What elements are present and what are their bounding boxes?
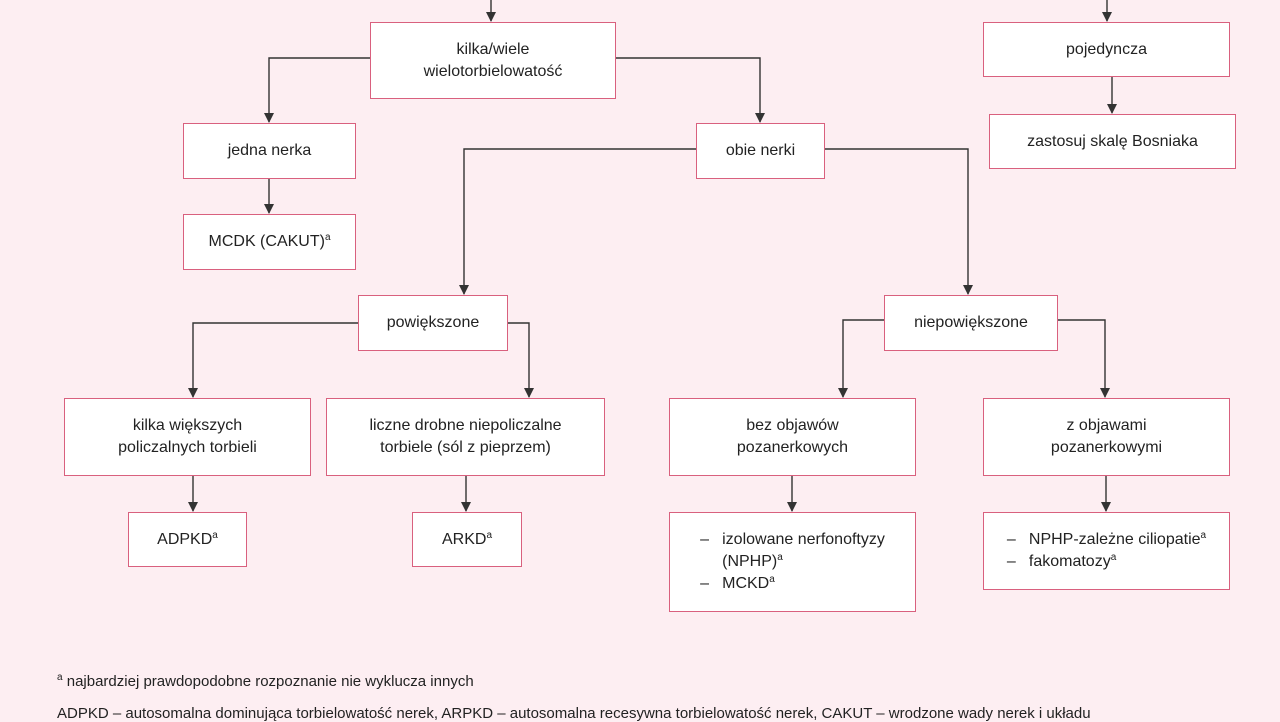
footnote-marker: a <box>486 529 492 541</box>
node-no-extrarenal-label: bez objawów pozanerkowych <box>736 417 849 456</box>
node-with-extrarenal: z objawami pozanerkowymi <box>983 398 1230 476</box>
footnote: a najbardziej prawdopodobne rozpoznanie … <box>57 672 474 691</box>
node-multiple-cysts: kilka/wiele wielotorbielowatość <box>370 22 616 99</box>
node-adpkd-label: ADPKDa <box>157 529 218 548</box>
abbreviations: ADPKD – autosomalna dominująca torbielow… <box>57 705 1091 722</box>
footnote-marker: a <box>1110 552 1117 563</box>
ciliopathies-list: NPHP-zależne ciliopatiea fakomatozya <box>1007 529 1206 573</box>
node-many-small-cysts-label: liczne drobne niepoliczalne torbiele (só… <box>369 417 562 456</box>
footnote-marker: a <box>324 232 331 243</box>
node-both-kidneys-label: obie nerki <box>725 142 796 159</box>
node-with-extrarenal-label: z objawami pozanerkowymi <box>1050 417 1163 456</box>
footnote-marker: a <box>212 529 218 541</box>
node-enlarged: powiększone <box>358 295 508 351</box>
list-item: MCKDa <box>700 573 885 595</box>
node-few-large-cysts-label: kilka większych policzalnych torbieli <box>118 417 257 456</box>
arrow-both-to-enlarged <box>459 148 696 295</box>
footnote-marker: a <box>777 552 783 563</box>
node-ciliopathies-list: NPHP-zależne ciliopatiea fakomatozya <box>983 512 1230 590</box>
node-one-kidney-label: jedna nerka <box>227 142 312 159</box>
abbreviations-text: ADPKD – autosomalna dominująca torbielow… <box>57 705 1091 722</box>
node-mcdk-label: MCDK (CAKUT)a <box>208 232 331 251</box>
node-not-enlarged-label: niepowiększone <box>914 314 1028 331</box>
node-no-extrarenal: bez objawów pozanerkowych <box>669 398 916 476</box>
node-bosniak-scale-label: zastosuj skalę Bosniaka <box>1027 132 1198 150</box>
node-multiple-cysts-label: kilka/wiele wielotorbielowatość <box>423 40 563 80</box>
node-enlarged-label: powiększone <box>386 314 480 331</box>
list-item: izolowane nerfonoftyzy (NPHP)a <box>700 529 885 573</box>
footnote-marker: a <box>57 672 63 683</box>
node-nphp-list: izolowane nerfonoftyzy (NPHP)a MCKDa <box>669 512 916 612</box>
arrow-not-enlarged-to-no-extrarenal <box>838 319 884 398</box>
list-item: fakomatozya <box>1007 551 1206 573</box>
arrow-not-enlarged-to-with-extrarenal <box>1058 319 1110 398</box>
list-item: NPHP-zależne ciliopatiea <box>1007 529 1206 551</box>
arrow-enlarged-to-few-cysts <box>188 322 358 398</box>
footnote-text: najbardziej prawdopodobne rozpoznanie ni… <box>66 673 474 690</box>
node-arkd: ARKDa <box>412 512 522 567</box>
node-many-small-cysts: liczne drobne niepoliczalne torbiele (só… <box>326 398 605 476</box>
node-arkd-label: ARKDa <box>441 529 492 548</box>
arrow-multiple-to-one-kidney <box>264 57 370 123</box>
node-one-kidney: jedna nerka <box>183 123 356 179</box>
node-single-cyst-label: pojedyncza <box>1066 40 1147 58</box>
node-few-large-cysts: kilka większych policzalnych torbieli <box>64 398 311 476</box>
nphp-list: izolowane nerfonoftyzy (NPHP)a MCKDa <box>700 529 885 595</box>
footnote-marker: a <box>1200 530 1207 541</box>
node-mcdk: MCDK (CAKUT)a <box>183 214 356 270</box>
arrow-multiple-to-both-kidneys <box>616 57 765 123</box>
node-single-cyst: pojedyncza <box>983 22 1230 77</box>
node-not-enlarged: niepowiększone <box>884 295 1058 351</box>
node-both-kidneys: obie nerki <box>696 123 825 179</box>
arrow-both-to-not-enlarged <box>825 148 973 295</box>
node-bosniak-scale: zastosuj skalę Bosniaka <box>989 114 1236 169</box>
node-adpkd: ADPKDa <box>128 512 247 567</box>
arrow-enlarged-to-many-cysts <box>508 322 534 398</box>
footnote-marker: a <box>769 574 775 585</box>
